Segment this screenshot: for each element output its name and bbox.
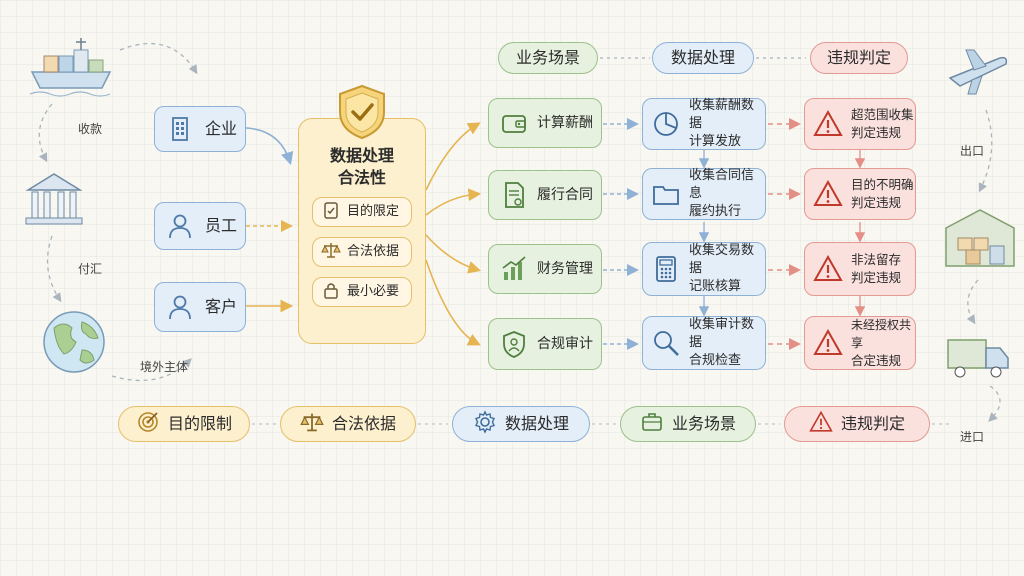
entity-label: 员工 xyxy=(205,216,238,235)
magnifier-icon xyxy=(651,328,681,358)
wallet-icon xyxy=(499,108,529,138)
process-finance[interactable]: 收集交易数据记账核算 xyxy=(642,242,766,296)
contract-document-icon xyxy=(499,180,529,210)
header-scene: 业务场景 xyxy=(498,42,598,74)
scene-audit[interactable]: 合规审计 xyxy=(488,318,602,370)
verdict-unclear-purpose[interactable]: 目的不明确判定违规 xyxy=(804,168,916,220)
legend-business-scene: 业务场景 xyxy=(620,406,756,442)
legality-panel: 数据处理 合法性 目的限定 合法依据 最小必要 xyxy=(298,118,426,344)
process-payroll[interactable]: 收集薪酬数据计算发放 xyxy=(642,98,766,150)
legality-title-line2: 合法性 xyxy=(337,168,386,187)
warning-icon xyxy=(809,410,833,438)
airplane-icon xyxy=(948,49,1008,95)
clipboard-check-icon xyxy=(321,200,341,224)
scales-icon xyxy=(321,240,341,264)
label-import: 进口 xyxy=(960,430,985,444)
bank-building-icon xyxy=(25,173,83,225)
label-export: 出口 xyxy=(960,144,985,158)
shield-check-icon xyxy=(336,84,388,140)
scales-icon xyxy=(300,410,324,438)
calculator-icon xyxy=(651,254,681,284)
warehouse-icon xyxy=(945,209,1015,267)
office-building-icon xyxy=(165,114,195,144)
verdict-unauthorized-sharing[interactable]: 未经授权共享合定违规 xyxy=(804,316,916,370)
principle-legal-basis[interactable]: 合法依据 xyxy=(312,237,412,267)
header-process: 数据处理 xyxy=(652,42,754,74)
folder-icon xyxy=(651,179,681,209)
scene-finance[interactable]: 财务管理 xyxy=(488,244,602,294)
principle-purpose[interactable]: 目的限定 xyxy=(312,197,412,227)
person-icon xyxy=(165,211,195,241)
label-pay: 付汇 xyxy=(78,262,103,276)
principle-minimum[interactable]: 最小必要 xyxy=(312,277,412,307)
gear-icon xyxy=(473,410,497,438)
entity-customer[interactable]: 客户 xyxy=(154,282,246,332)
label-overseas: 境外主体 xyxy=(140,360,189,374)
legend-purpose-limit: 目的限制 xyxy=(118,406,250,442)
warning-icon xyxy=(813,328,843,358)
entity-label: 客户 xyxy=(205,297,238,316)
entity-employee[interactable]: 员工 xyxy=(154,202,246,250)
target-icon xyxy=(136,410,160,438)
legality-title-line1: 数据处理 xyxy=(329,146,394,165)
briefcase-icon xyxy=(640,410,664,438)
scene-payroll[interactable]: 计算薪酬 xyxy=(488,98,602,148)
pie-chart-icon xyxy=(651,109,681,139)
lock-icon xyxy=(321,280,341,304)
warning-icon xyxy=(813,179,843,209)
process-audit[interactable]: 收集审计数据合规检查 xyxy=(642,316,766,370)
label-receive: 收款 xyxy=(78,122,103,136)
growth-chart-icon xyxy=(499,254,529,284)
cargo-ship-icon xyxy=(29,38,112,97)
entity-enterprise[interactable]: 企业 xyxy=(154,106,246,152)
header-verdict: 违规判定 xyxy=(810,42,908,74)
verdict-illegal-retention[interactable]: 非法留存判定违规 xyxy=(804,242,916,296)
shield-person-icon xyxy=(499,329,529,359)
globe-icon xyxy=(43,311,105,373)
person-icon xyxy=(165,292,195,322)
process-contract[interactable]: 收集合同信息履约执行 xyxy=(642,168,766,220)
legend-data-processing: 数据处理 xyxy=(452,406,590,442)
warning-icon xyxy=(813,254,843,284)
warning-icon xyxy=(813,109,843,139)
entity-label: 企业 xyxy=(205,119,238,138)
truck-icon xyxy=(947,339,1009,378)
legend-legal-basis: 合法依据 xyxy=(280,406,416,442)
verdict-over-collection[interactable]: 超范围收集判定违规 xyxy=(804,98,916,150)
scene-contract[interactable]: 履行合同 xyxy=(488,170,602,220)
legend-violation: 违规判定 xyxy=(784,406,930,442)
